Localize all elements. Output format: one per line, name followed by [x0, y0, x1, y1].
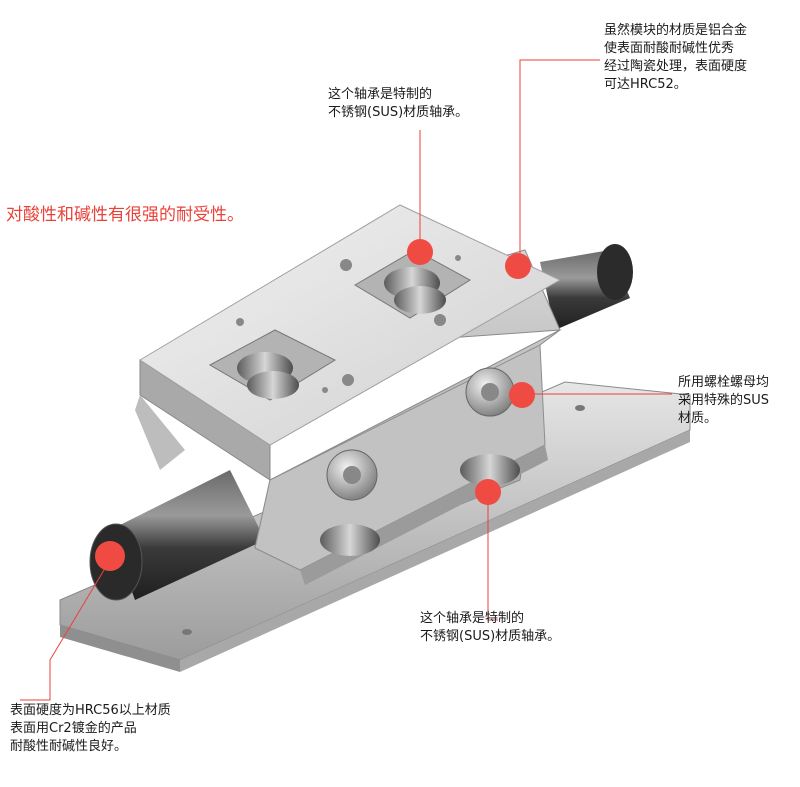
- headline: 对酸性和碱性有很强的耐受性。: [6, 205, 244, 225]
- callout-line: 表面用Cr2镀金的产品: [10, 721, 137, 736]
- callout-line: 不锈钢(SUS)材质轴承。: [328, 105, 469, 120]
- callout-line: 所用螺栓螺母均: [678, 375, 770, 390]
- callout-lower-bearing: 这个轴承是特制的 不锈钢(SUS)材质轴承。: [420, 610, 560, 646]
- marker-lower-bearing: [475, 479, 501, 505]
- callout-line: 耐酸性耐碱性良好。: [10, 739, 128, 754]
- top-plate-holes: [236, 255, 461, 393]
- callout-shaft-surface: 表面硬度为HRC56以上材质 表面用Cr2镀金的产品 耐酸性耐碱性良好。: [10, 702, 171, 756]
- callout-line: 虽然模块的材质是铝合金: [604, 23, 748, 38]
- markers: [95, 239, 535, 571]
- leader-lines: [20, 59, 672, 701]
- leader-bottom-center: [487, 492, 498, 621]
- marker-bolt: [509, 382, 535, 408]
- bearing-window-front: [208, 329, 337, 401]
- lower-bearing: [320, 454, 520, 556]
- callout-line: 不锈钢(SUS)材质轴承。: [420, 629, 561, 644]
- marker-shaft-end: [95, 541, 125, 571]
- callout-line: 表面硬度为HRC56以上材质: [10, 703, 171, 718]
- callout-bolts: 所用螺栓螺母均 采用特殊的SUS 材质。: [678, 374, 769, 428]
- bearing-window-rear: [354, 249, 471, 319]
- leader-bottom-left: [20, 559, 111, 701]
- callout-line: 材质。: [678, 411, 718, 426]
- callout-upper-bearing: 这个轴承是特制的 不锈钢(SUS)材质轴承。: [328, 86, 468, 122]
- callout-line: 可达HRC52。: [604, 77, 687, 92]
- callout-line: 使表面耐酸耐碱性优秀: [604, 41, 735, 56]
- callout-line: 这个轴承是特制的: [328, 87, 433, 102]
- back-shaft: [540, 244, 633, 330]
- callout-line: 经过陶瓷处理，表面硬度: [604, 59, 748, 74]
- bolt-left: [326, 449, 378, 501]
- bolt-right: [465, 367, 515, 417]
- callout-aluminum-module: 虽然模块的材质是铝合金 使表面耐酸耐碱性优秀 经过陶瓷处理，表面硬度 可达HRC…: [604, 22, 747, 94]
- marker-top-center: [407, 239, 433, 265]
- leader-top-right: [519, 59, 600, 262]
- callout-line: 采用特殊的SUS: [678, 393, 770, 408]
- marker-top-right: [505, 253, 531, 279]
- callout-line: 这个轴承是特制的: [420, 611, 525, 626]
